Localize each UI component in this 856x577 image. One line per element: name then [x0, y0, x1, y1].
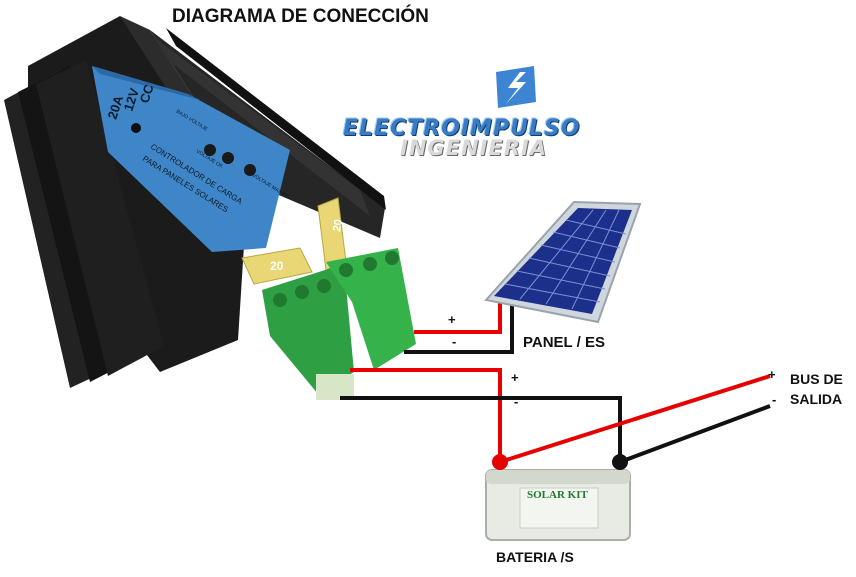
solar-panel	[484, 200, 642, 324]
fuse-1-rating: 20	[270, 259, 284, 273]
fuse-2-rating: 20	[331, 218, 345, 232]
terminal-screw	[317, 279, 331, 293]
fuse-1	[241, 247, 313, 285]
heatsink-fin	[166, 28, 386, 210]
terminal-block-right	[326, 248, 416, 370]
solar-panel-grid	[504, 209, 627, 310]
battery-negative-wire	[340, 396, 622, 462]
heatsink-fin	[155, 38, 370, 216]
brand-logo-icon	[496, 66, 536, 108]
battery-top	[486, 470, 630, 484]
charge-controller: 20A 12V CC CONTROLADOR DE CARGA PARA PAN…	[4, 16, 386, 388]
battery-label: BATERIA /S	[496, 549, 574, 565]
bus-positive-sign: +	[768, 367, 776, 382]
panel-positive-wire	[414, 296, 502, 334]
battery-positive-terminal	[492, 454, 508, 470]
brand-name-line1: ELECTROIMPULSO	[343, 116, 581, 141]
heatsink-fin	[36, 60, 164, 376]
page-title: DIAGRAMA DE CONECCIÓN	[172, 6, 429, 27]
bus-label-line1: BUS DE	[790, 371, 843, 387]
battery-positive-wire	[350, 368, 502, 462]
battery-label-area	[519, 487, 599, 529]
bus-negative-wire	[619, 404, 771, 464]
controller-spec-current: 20A	[105, 93, 127, 121]
fuses: 20 20	[241, 197, 347, 285]
terminal-blocks	[262, 248, 416, 400]
terminal-screw	[339, 263, 353, 277]
controller-label-edge	[92, 66, 200, 100]
brand-name-line2: INGENIERIA	[400, 136, 547, 160]
panel-negative-sign: -	[452, 334, 457, 349]
controller-screw-hole	[131, 123, 141, 133]
terminal-base	[316, 374, 354, 400]
terminal-screw	[385, 251, 399, 265]
terminal-screw	[273, 293, 287, 307]
terminal-screw	[295, 285, 309, 299]
panel-negative-wire	[404, 302, 514, 354]
panel-positive-sign: +	[448, 312, 456, 327]
controller-spec-voltage: 12V	[121, 86, 143, 113]
bus-negative-sign: -	[772, 392, 777, 407]
battery-negative-terminal	[612, 454, 628, 470]
bus-label-line2: SALIDA	[790, 391, 843, 407]
battery-positive-sign: +	[511, 370, 519, 385]
bus-positive-wire	[499, 374, 771, 464]
led-voltage-ok	[222, 152, 234, 164]
controller-spec-type: CC	[137, 82, 157, 105]
led-voltage-max	[244, 164, 256, 176]
terminal-screw	[363, 257, 377, 271]
controller-label-panel	[92, 66, 290, 252]
led-low-voltage	[204, 144, 216, 156]
battery-brand: SOLAR KIT	[527, 489, 588, 501]
battery: SOLAR KIT	[485, 454, 631, 541]
panel-label: PANEL / ES	[523, 334, 605, 351]
battery-negative-sign: -	[514, 394, 519, 409]
bus-label: BUS DE SALIDA	[790, 369, 843, 409]
